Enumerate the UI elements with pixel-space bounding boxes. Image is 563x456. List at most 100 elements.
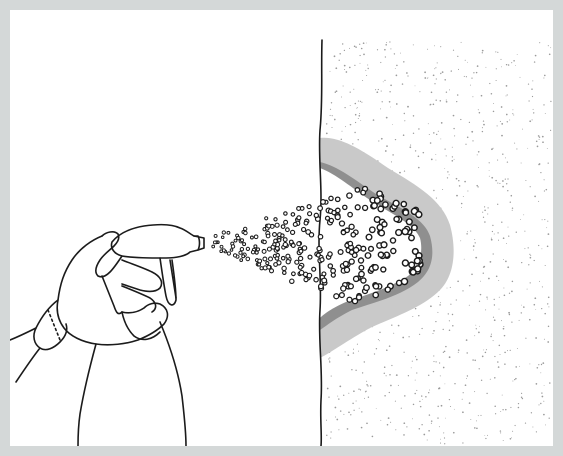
wall-dot (340, 410, 341, 411)
wall-dot (482, 127, 483, 128)
wall-dot (516, 232, 517, 233)
spray-droplet (282, 266, 286, 270)
wall-dot (458, 69, 459, 70)
wall-dot (528, 247, 529, 248)
spray-droplet (321, 200, 326, 205)
wall-dot (470, 419, 471, 420)
wall-dot (384, 49, 386, 51)
spray-droplet (286, 260, 290, 264)
spray-droplet (341, 286, 346, 291)
wall-dot (517, 54, 518, 55)
wall-dot (479, 368, 480, 369)
wall-dot (481, 380, 482, 381)
wall-dot (357, 107, 358, 108)
wall-dot (329, 361, 331, 363)
wall-dot (544, 339, 545, 340)
wall-dot (475, 325, 476, 326)
wall-dot (365, 70, 366, 71)
wall-dot (494, 319, 496, 321)
wall-dot (374, 353, 375, 354)
wall-dot (504, 335, 506, 337)
spray-droplet (258, 263, 261, 266)
spray-droplet (335, 215, 340, 220)
wall-dot (349, 67, 351, 69)
wall-dot (513, 115, 514, 116)
wall-dot (473, 250, 474, 251)
wall-dot (449, 89, 450, 90)
wall-dot (348, 411, 350, 413)
spray-droplet (227, 252, 230, 255)
wall-dot (489, 176, 490, 177)
wall-dot (505, 409, 507, 411)
wall-dot (513, 60, 515, 62)
wall-dot (454, 383, 455, 384)
wall-dot (507, 266, 509, 268)
wall-dot (435, 154, 436, 155)
spray-droplet (393, 200, 399, 206)
wall-dot (342, 131, 343, 132)
wall-dot (541, 392, 542, 393)
spray-droplet (281, 234, 284, 237)
wall-dot (515, 65, 516, 66)
wall-dot (361, 102, 362, 103)
wall-dot (360, 101, 361, 102)
wall-dot (336, 419, 338, 421)
wall-dot (485, 67, 486, 68)
wall-dot (358, 139, 359, 140)
wall-dot (507, 350, 508, 351)
spray-droplet (307, 205, 311, 209)
wall-dot (358, 389, 359, 390)
wall-dot (442, 71, 444, 73)
wall-dot (532, 427, 533, 428)
wall-dot (482, 131, 483, 132)
wall-dot (361, 48, 363, 50)
spray-droplet (244, 227, 247, 230)
wall-dot (367, 65, 368, 66)
wall-dot (451, 70, 452, 71)
spray-droplet (344, 267, 349, 272)
wall-dot (367, 385, 368, 386)
wall-dot (541, 364, 542, 365)
wall-dot (404, 395, 406, 397)
spray-droplet (293, 222, 297, 226)
wall-dot (545, 113, 546, 114)
spray-droplet (381, 267, 386, 272)
wall-dot (389, 91, 390, 92)
wall-dot (415, 308, 417, 310)
wall-dot (474, 427, 476, 429)
wall-dot (495, 51, 496, 52)
wall-dot (408, 375, 409, 376)
wall-dot (544, 313, 546, 315)
wall-dot (465, 384, 467, 386)
wall-dot (479, 112, 481, 114)
wall-dot (536, 141, 538, 143)
wall-dot (376, 91, 378, 93)
wall-dot (530, 186, 531, 187)
spray-droplet (212, 245, 215, 248)
spray-droplet (335, 197, 339, 201)
spray-droplet (369, 246, 374, 251)
wall-dot (440, 302, 441, 303)
wall-dot (449, 399, 450, 400)
wall-dot (542, 396, 544, 398)
wall-dot (500, 432, 501, 433)
wall-dot (538, 164, 540, 166)
wall-dot (472, 96, 473, 97)
wall-dot (458, 349, 460, 351)
wall-dot (367, 68, 368, 69)
wall-dot (435, 361, 436, 362)
wall-dot (497, 204, 498, 205)
wall-dot (522, 398, 523, 399)
wall-dot (389, 374, 391, 376)
wall-dot (407, 75, 408, 76)
wall-dot (443, 352, 444, 353)
wall-dot (360, 63, 361, 64)
wall-dot (485, 352, 487, 354)
wall-dot (434, 83, 435, 84)
wall-dot (550, 47, 551, 48)
wall-dot (462, 399, 463, 400)
spray-droplet (396, 230, 402, 236)
wall-dot (431, 92, 433, 94)
spray-droplet (348, 284, 353, 289)
wall-dot (438, 131, 439, 132)
